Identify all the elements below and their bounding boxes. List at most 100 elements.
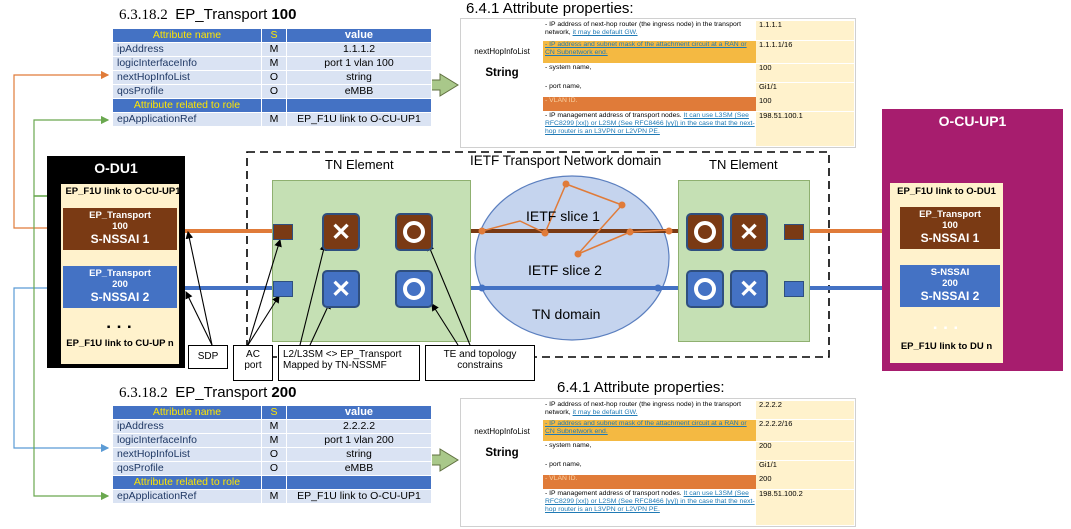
ocu-title: O-CU-UP1 bbox=[938, 113, 1007, 129]
props-value: 200 bbox=[756, 442, 854, 460]
ac-port-slice2-right[interactable] bbox=[784, 281, 804, 297]
tn-element-left-label: TN Element bbox=[325, 157, 394, 172]
connector-ep200-to-table bbox=[13, 287, 110, 453]
l2l3sm-label: L2/L3SM <> EP_Transport Mapped by TN-NSS… bbox=[278, 345, 420, 381]
props-desc-link[interactable]: it may be default GW. bbox=[572, 409, 638, 416]
ocu-ep-transport-100[interactable]: EP_Transport 100 S-NSSAI 1 bbox=[900, 207, 1000, 249]
ac-port-slice1-left[interactable] bbox=[273, 224, 293, 240]
section-name: EP_Transport bbox=[175, 6, 272, 23]
props-value: 2.2.2.2/16 bbox=[756, 420, 854, 441]
props-desc: - IP address of next-hop router (the ing… bbox=[543, 21, 757, 40]
tn-domain-ellipse bbox=[474, 175, 670, 341]
props-desc-text: - IP management address of transport nod… bbox=[545, 112, 684, 119]
props-value: 200 bbox=[756, 475, 854, 489]
switch-x-icon[interactable]: ✕ bbox=[322, 213, 360, 251]
table-cell: O bbox=[261, 447, 287, 462]
props-desc-text: - IP address of next-hop router (the ing… bbox=[545, 21, 741, 36]
table-cell: port 1 vlan 200 bbox=[286, 433, 432, 448]
props-desc: - VLAN ID. bbox=[543, 475, 757, 489]
ac-port-slice1-right[interactable] bbox=[784, 224, 804, 240]
router-o-icon[interactable] bbox=[686, 213, 724, 251]
table-cell: EP_F1U link to O-CU-UP1 bbox=[286, 112, 432, 127]
table-cell: O bbox=[261, 84, 287, 99]
bottom-props-box: nextHopInfoList String - IP address of n… bbox=[460, 398, 856, 527]
section-name: EP_Transport bbox=[175, 384, 272, 401]
props-desc-text: - IP address and subnet mask of the atta… bbox=[545, 41, 747, 56]
ac-label-line1: AC bbox=[246, 349, 260, 360]
table-cell: M bbox=[261, 433, 287, 448]
slice1-label: IETF slice 1 bbox=[526, 208, 600, 224]
slice2-label: IETF slice 2 bbox=[528, 262, 602, 278]
props-value: 100 bbox=[756, 64, 854, 82]
ietf-domain-border bbox=[246, 151, 830, 358]
router-o-icon[interactable] bbox=[686, 270, 724, 308]
props-value: 198.51.100.1 bbox=[756, 112, 854, 146]
props-row: - IP address of next-hop router (the ing… bbox=[543, 21, 854, 41]
props-left-cell: nextHopInfoList String bbox=[461, 399, 543, 526]
table-cell: port 1 vlan 100 bbox=[286, 56, 432, 71]
props-desc-text: - system name, bbox=[545, 442, 592, 449]
props-row: - IP management address of transport nod… bbox=[543, 112, 854, 147]
switch-x-icon[interactable]: ✕ bbox=[730, 213, 768, 251]
odu-ep-transport-200[interactable]: EP_Transport 200 S-NSSAI 2 bbox=[63, 266, 177, 308]
props-desc-link[interactable]: It can use L3SM (See RFC8299 [xx]) or L2… bbox=[545, 112, 755, 135]
table-cell: eMBB bbox=[286, 84, 432, 99]
props-desc-text: - port name, bbox=[545, 83, 582, 90]
props-desc-text: - port name, bbox=[545, 461, 582, 468]
tn-element-right-label: TN Element bbox=[709, 157, 778, 172]
switch-x-icon[interactable]: ✕ bbox=[322, 270, 360, 308]
ep-slice: S-NSSAI 1 bbox=[90, 232, 150, 246]
odu-link-top: EP_F1U link to O-CU-UP1 bbox=[65, 186, 181, 197]
ac-port-slice2-left[interactable] bbox=[273, 281, 293, 297]
props-desc-text: - VLAN ID. bbox=[545, 475, 578, 482]
table-cell: EP_F1U link to O-CU-UP1 bbox=[286, 489, 432, 504]
props-desc: - IP address and subnet mask of the atta… bbox=[543, 420, 757, 441]
props-value: 100 bbox=[756, 97, 854, 111]
sdp-label: SDP bbox=[188, 345, 228, 369]
props-attr-name: nextHopInfoList bbox=[474, 427, 530, 436]
props-desc-link[interactable]: it may be default GW. bbox=[572, 29, 638, 36]
ep-name: EP_Transport bbox=[89, 210, 151, 221]
props-desc: - port name, bbox=[543, 461, 757, 475]
ocu-dots: ▪ ▪ ▪ bbox=[933, 323, 960, 334]
props-attr-type: String bbox=[485, 447, 519, 459]
table-cell: 1.1.1.2 bbox=[286, 42, 432, 57]
connector-ep100-to-table bbox=[13, 70, 110, 229]
table-cell: nextHopInfoList bbox=[112, 70, 262, 85]
props-attr-name: nextHopInfoList bbox=[474, 47, 530, 56]
ep-num: 200 bbox=[942, 278, 958, 289]
slice2-nodes bbox=[478, 284, 662, 292]
switch-x-icon[interactable]: ✕ bbox=[730, 270, 768, 308]
props-row: - VLAN ID. 200 bbox=[543, 475, 854, 490]
top-table-title: 6.3.18.2 EP_Transport 100 bbox=[119, 6, 296, 24]
props-desc: - system name, bbox=[543, 64, 757, 82]
pointer-l2l3-2 bbox=[309, 301, 331, 346]
ocu-ep-transport-200[interactable]: S-NSSAI 200 S-NSSAI 2 bbox=[900, 265, 1000, 307]
router-o-icon[interactable] bbox=[395, 270, 433, 308]
ac-port-label: AC port bbox=[233, 345, 273, 381]
bottom-table-title: 6.3.18.2 EP_Transport 200 bbox=[119, 384, 296, 402]
props-row: - IP address and subnet mask of the atta… bbox=[543, 41, 854, 64]
slice1-nodes bbox=[478, 180, 673, 258]
ep-num: 200 bbox=[112, 279, 128, 290]
odu-ep-transport-100[interactable]: EP_Transport 100 S-NSSAI 1 bbox=[63, 208, 177, 250]
props-desc-text: - VLAN ID. bbox=[545, 97, 578, 104]
props-desc-link[interactable]: It can use L3SM (See RFC8299 [xx]) or L2… bbox=[545, 490, 755, 513]
odu-title: O-DU1 bbox=[94, 160, 138, 176]
table-cell: logicInterfaceInfo bbox=[112, 56, 262, 71]
odu-link-bottom: EP_F1U link to CU-UP n bbox=[66, 338, 174, 349]
bottom-props-title: 6.4.1 Attribute properties: bbox=[557, 379, 725, 396]
l2l3-line1: L2/L3SM <> EP_Transport bbox=[283, 349, 402, 360]
pointer-ac bbox=[247, 238, 282, 346]
header-attribute-name: Attribute name bbox=[112, 405, 262, 420]
props-row: - IP address of next-hop router (the ing… bbox=[543, 401, 854, 420]
top-props-box: nextHopInfoList String - IP address of n… bbox=[460, 18, 856, 148]
props-desc: - IP management address of transport nod… bbox=[543, 112, 757, 146]
ep-slice: S-NSSAI 2 bbox=[90, 290, 150, 304]
header-value: value bbox=[286, 28, 432, 43]
ep-name: EP_Transport bbox=[89, 268, 151, 279]
router-o-icon[interactable] bbox=[395, 213, 433, 251]
